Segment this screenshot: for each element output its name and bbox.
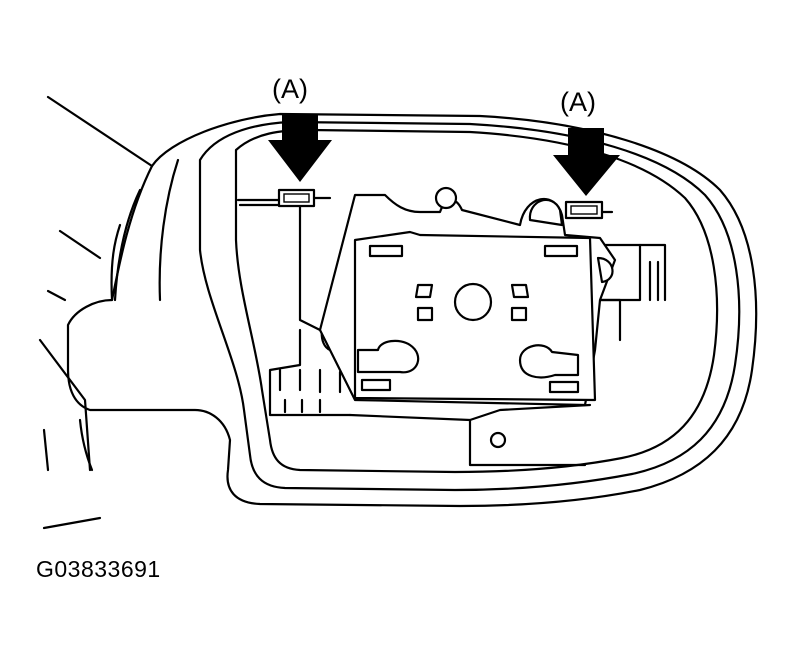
retaining-clips: [236, 188, 614, 220]
mirror-back-plate: [318, 186, 617, 407]
callout-label-a-right: (A): [560, 87, 596, 117]
arrows: [268, 114, 620, 196]
callout-label-a-left: (A): [272, 74, 308, 104]
arrow-right-icon: [553, 128, 620, 196]
arrow-left-icon: [268, 114, 332, 182]
figure-id: G03833691: [36, 556, 161, 582]
door-panel-lines: [38, 95, 154, 530]
housing-internals: [238, 203, 667, 467]
